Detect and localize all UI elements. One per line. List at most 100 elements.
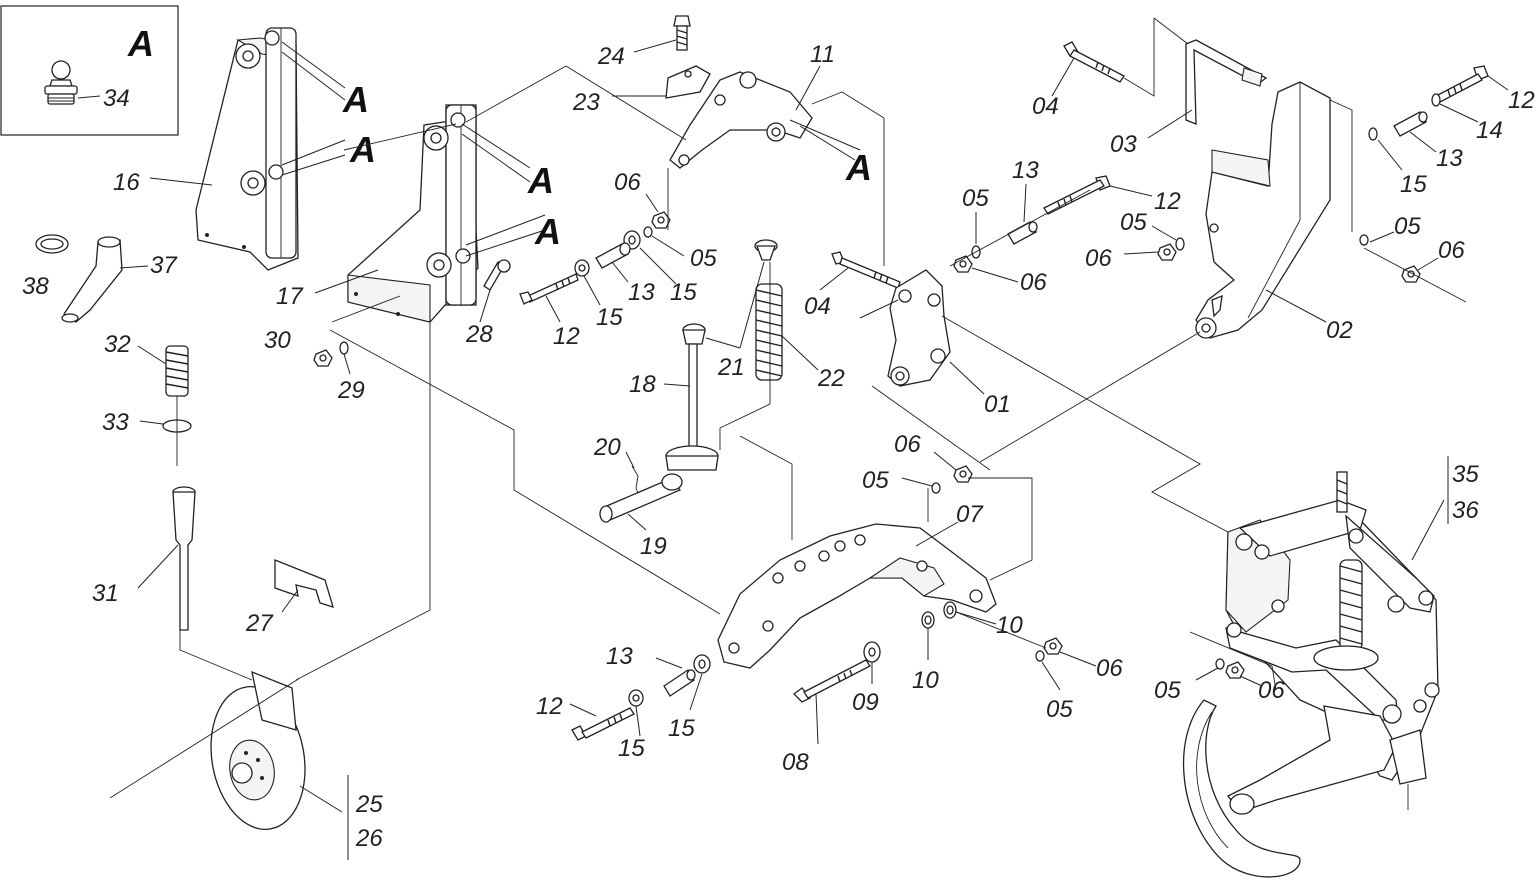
callout-06-f: 06 (1096, 655, 1123, 682)
washer-29 (339, 341, 349, 355)
callout-15-c: 15 (1400, 171, 1427, 198)
bushing-13-d (663, 669, 696, 697)
nut-06-e (953, 465, 973, 483)
assembly-lines (109, 17, 1353, 799)
detail-box-letter: A (127, 23, 154, 64)
bushing-13-b (1007, 221, 1038, 245)
bolt-28 (483, 259, 511, 291)
callout-21: 21 (717, 354, 745, 381)
callout-31: 31 (92, 580, 119, 607)
plate-27 (274, 559, 334, 608)
disc-25-26 (210, 670, 306, 831)
callout-26: 26 (355, 825, 383, 852)
link-01 (887, 269, 951, 387)
washer-05-g (1215, 658, 1225, 670)
callout-01: 01 (984, 391, 1011, 418)
pin-19 (599, 473, 683, 523)
callout-32: 32 (104, 331, 131, 358)
callout-13-b: 13 (1012, 157, 1039, 184)
callout-28: 28 (465, 321, 493, 348)
callout-10-b: 10 (912, 667, 939, 694)
callout-02: 02 (1326, 317, 1353, 344)
callout-06-b: 06 (1020, 269, 1047, 296)
callout-07: 07 (956, 501, 984, 528)
callout-24: 24 (597, 43, 625, 70)
callout-10-a: 10 (996, 612, 1023, 639)
callout-08: 08 (782, 749, 809, 776)
callout-05-b: 05 (962, 185, 989, 212)
callout-05-g: 05 (1154, 677, 1181, 704)
nut-30 (313, 349, 333, 367)
nut-06-d (1401, 265, 1421, 283)
bushing-13-c (1393, 111, 1428, 137)
rod-31 (172, 486, 196, 631)
callout-30: 30 (264, 327, 291, 354)
callout-35: 35 (1452, 461, 1479, 488)
nut-06-a (651, 211, 671, 229)
bolt-12-b (1043, 175, 1111, 215)
frame-03 (1185, 39, 1268, 125)
callout-15-e: 15 (618, 735, 645, 762)
bolt-12-c (1435, 65, 1489, 103)
tube-37 (61, 236, 123, 323)
callout-17: 17 (276, 283, 304, 310)
callout-06-g: 06 (1258, 677, 1285, 704)
callout-16: 16 (113, 169, 140, 196)
washer-15-d (693, 654, 711, 674)
callout-04-a: 04 (804, 293, 831, 320)
spring-22 (755, 283, 783, 381)
washer-15-e (628, 689, 644, 707)
block-23 (665, 65, 711, 99)
callout-11: 11 (810, 41, 835, 68)
bracket-16 (195, 27, 299, 271)
callout-05-c: 05 (1120, 209, 1147, 236)
washer-15-b (574, 259, 590, 277)
arm-07 (717, 523, 997, 669)
detail-marker-a2: A (349, 129, 376, 170)
callout-06-d: 06 (1438, 237, 1465, 264)
assembly-35-36 (1182, 471, 1440, 878)
bushing-10-b (921, 611, 935, 629)
bolt-04-a (831, 251, 901, 289)
callout-05-f: 05 (1046, 696, 1073, 723)
nut-06-b (953, 255, 973, 273)
detail-marker-a4: A (534, 211, 561, 252)
callout-05-e: 05 (862, 467, 889, 494)
callout-37: 37 (150, 252, 178, 279)
washer-14 (1431, 93, 1441, 107)
callout-22: 22 (817, 365, 845, 392)
nut-06-f (1043, 637, 1063, 655)
callout-06-a: 06 (614, 169, 641, 196)
callout-03: 03 (1110, 131, 1137, 158)
bolt-12-a (519, 273, 579, 305)
callout-29: 29 (337, 377, 365, 404)
nut-06-g (1225, 661, 1245, 679)
callout-27: 27 (245, 610, 274, 637)
bolt-04-b (1063, 41, 1125, 83)
callout-20: 20 (593, 434, 621, 461)
callout-04-b: 04 (1032, 93, 1059, 120)
callout-34: 34 (103, 85, 130, 112)
clamp-38 (35, 234, 69, 254)
bolt-12-d (571, 707, 635, 741)
callout-05-a: 05 (690, 245, 717, 272)
bolt-08 (793, 659, 871, 703)
bushing-13-a (595, 242, 631, 269)
lever-11 (669, 71, 813, 169)
callout-15-d: 15 (668, 715, 695, 742)
washer-05-f (1035, 650, 1045, 662)
washer-05-a (643, 226, 653, 238)
cap-21 (754, 239, 778, 261)
callout-13-d: 13 (606, 643, 633, 670)
washer-15-c (1368, 127, 1378, 141)
detail-marker-a3: A (527, 160, 554, 201)
callout-06-c: 06 (1085, 245, 1112, 272)
bushing-10-a (943, 601, 957, 619)
bracket-02 (1195, 81, 1331, 339)
callout-12-a: 12 (553, 323, 580, 350)
bracket-17 (347, 104, 479, 323)
bolt-24 (673, 15, 691, 51)
callout-19: 19 (640, 533, 667, 560)
detail-marker-a1: A (342, 79, 369, 120)
